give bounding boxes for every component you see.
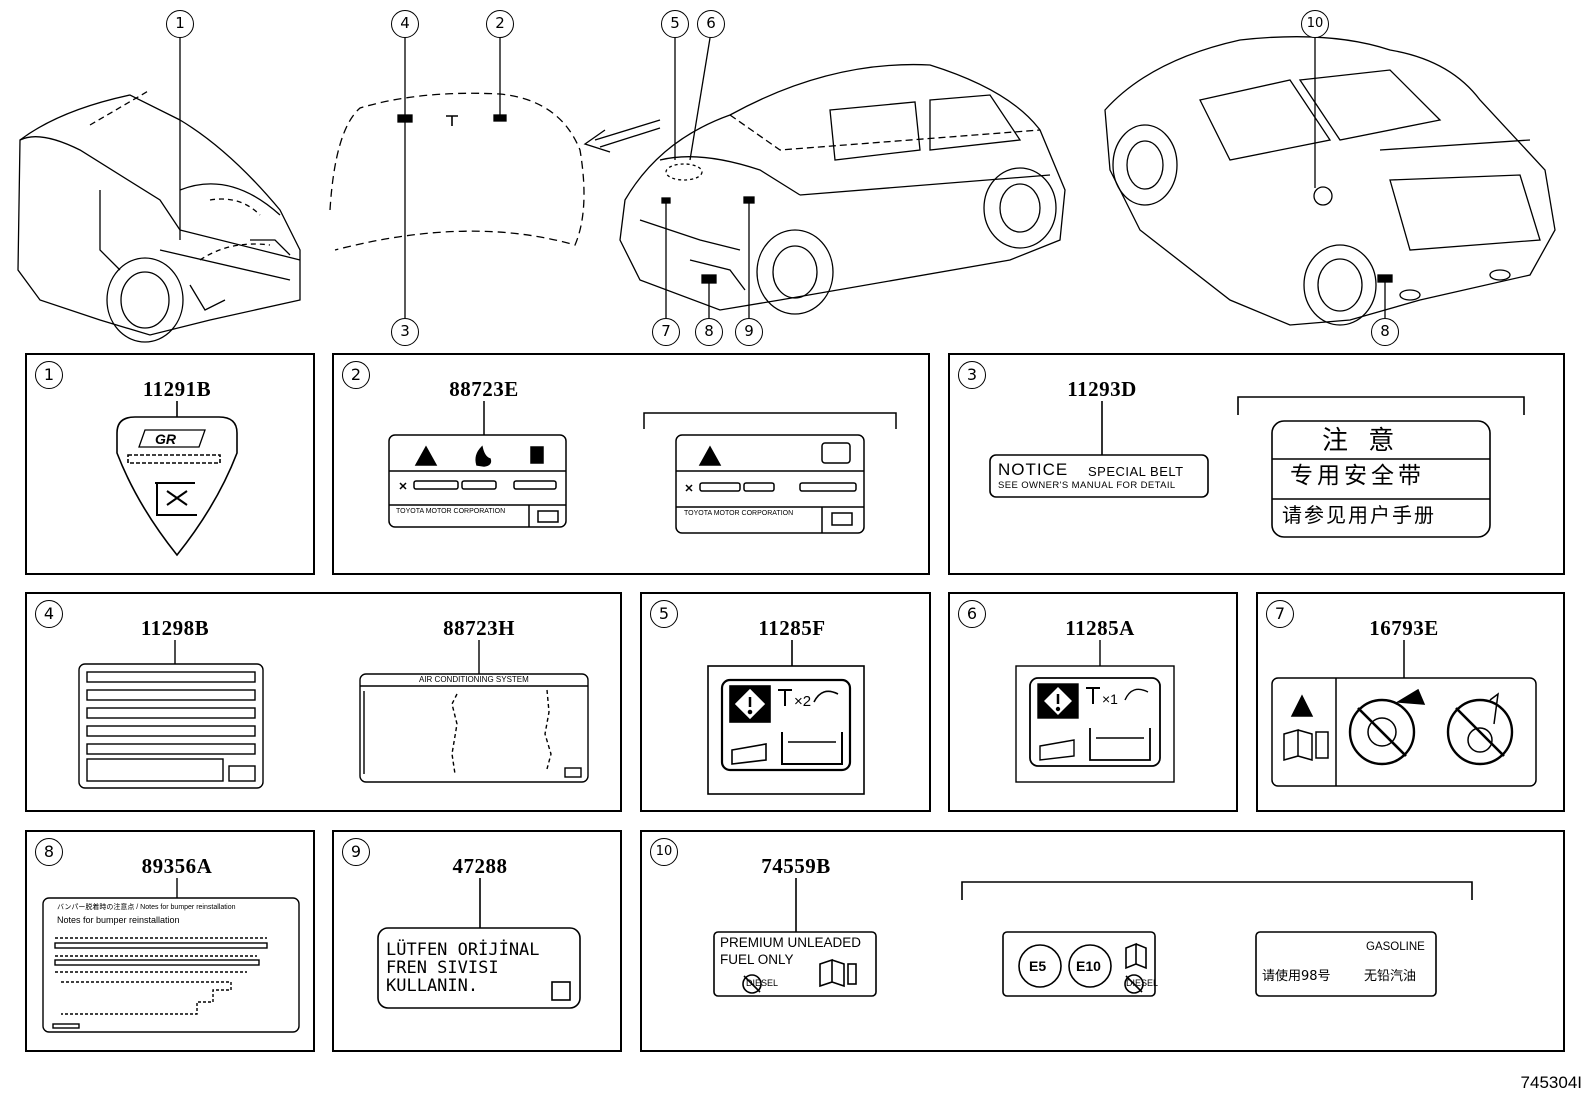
cn-notice-line-3: 请参见用户手册 bbox=[1282, 503, 1436, 527]
part-code: 88723E bbox=[449, 377, 519, 401]
panel-8: 8 89356A バンパー脱着時の注意点 / Notes for bumper … bbox=[25, 830, 315, 1052]
brake-fluid-text-1: LÜTFEN ORİJİNAL bbox=[386, 940, 540, 960]
coolant-label-x1 bbox=[1015, 640, 1175, 783]
part-code: 11291B bbox=[142, 377, 212, 401]
panel-number: 10 bbox=[650, 838, 678, 866]
car-front-left-drawing bbox=[17, 89, 301, 343]
panel-3: 3 11293D NOTICE SPECIAL BELT SEE OWNER'S… bbox=[948, 353, 1565, 575]
car-rear-drawing bbox=[1104, 36, 1556, 326]
panel-5: 5 11285F ×2 bbox=[640, 592, 931, 812]
callout-3: 3 bbox=[391, 318, 419, 346]
panel-number: 5 bbox=[650, 600, 678, 628]
toyota-line-1: TOYOTA MOTOR CORPORATION bbox=[396, 508, 506, 515]
premium-fuel-text-2: FUEL ONLY bbox=[720, 952, 794, 967]
callout-4: 4 bbox=[391, 10, 419, 38]
part-code: 11285A bbox=[1065, 616, 1135, 640]
premium-fuel-text-1: PREMIUM UNLEADED bbox=[720, 935, 862, 950]
part-code: 89356A bbox=[141, 854, 213, 878]
panel-number: 4 bbox=[35, 600, 63, 628]
car-front-right-drawing bbox=[619, 63, 1066, 315]
diagram-reference-code: 745304I bbox=[1520, 1073, 1582, 1092]
panel-number: 2 bbox=[342, 361, 370, 389]
e5-text: E5 bbox=[1029, 958, 1047, 974]
callout-6: 6 bbox=[697, 10, 725, 38]
panel-9: 9 47288 LÜTFEN ORİJİNAL FREN SIVISI KULL… bbox=[332, 830, 622, 1052]
fuel-labels bbox=[713, 878, 1473, 997]
toyota-line-2: TOYOTA MOTOR CORPORATION bbox=[684, 510, 794, 517]
cn-fuel-text-2: 无铅汽油 bbox=[1364, 969, 1417, 984]
belt-labels bbox=[989, 396, 1525, 538]
bumper-notes-label bbox=[42, 878, 300, 1033]
x1-text: ×1 bbox=[1102, 691, 1118, 707]
panel-1: 1 11291B GR bbox=[25, 353, 315, 575]
part-code: 11293D bbox=[1067, 377, 1137, 401]
callout-8-rear: 8 bbox=[1371, 318, 1399, 346]
gasoline-text: GASOLINE bbox=[1366, 941, 1425, 953]
panel-number: 6 bbox=[958, 600, 986, 628]
brake-fluid-text-2: FREN SIVISI bbox=[386, 958, 499, 978]
panel-number: 9 bbox=[342, 838, 370, 866]
gr-text: GR bbox=[155, 431, 176, 447]
callout-2: 2 bbox=[486, 10, 514, 38]
callout-9: 9 bbox=[735, 318, 763, 346]
callout-5: 5 bbox=[661, 10, 689, 38]
panel-number: 3 bbox=[958, 361, 986, 389]
ac-system-title: AIR CONDITIONING SYSTEM bbox=[419, 675, 529, 684]
part-code: 11298B bbox=[140, 616, 210, 640]
brake-fluid-label bbox=[377, 878, 581, 1009]
vehicle-illustrations bbox=[17, 36, 1556, 343]
x2-text: ×2 bbox=[794, 693, 812, 710]
callout-7: 7 bbox=[652, 318, 680, 346]
panel-6: 6 11285A ×1 bbox=[948, 592, 1238, 812]
cn-fuel-text-1: 请使用98号 bbox=[1262, 969, 1331, 984]
notice-title: NOTICE bbox=[998, 460, 1069, 479]
coolant-label-x2 bbox=[707, 640, 865, 795]
warning-labels bbox=[388, 401, 897, 534]
panel-number: 7 bbox=[1266, 600, 1294, 628]
panel-number: 1 bbox=[35, 361, 63, 389]
panel-number: 8 bbox=[35, 838, 63, 866]
callout-8: 8 bbox=[695, 318, 723, 346]
no-touch-warning-label bbox=[1271, 640, 1537, 787]
notice-subtitle: SPECIAL BELT bbox=[1088, 464, 1184, 479]
brake-fluid-text-3: KULLANIN. bbox=[386, 976, 479, 996]
part-code: 11285F bbox=[758, 616, 826, 640]
part-code: 47288 bbox=[452, 854, 508, 878]
cn-notice-line-2: 专用安全带 bbox=[1290, 463, 1425, 489]
no-diesel-text-1: DIESEL bbox=[746, 978, 779, 988]
info-labels bbox=[78, 640, 589, 789]
callout-10: 10 bbox=[1301, 10, 1329, 38]
panel-10: 10 74559B PREMIUM UNLEADED FUEL ONLY DIE… bbox=[640, 830, 1565, 1052]
panel-7: 7 16793E bbox=[1256, 592, 1565, 812]
part-code: 74559B bbox=[761, 854, 831, 878]
part-code: 88723H bbox=[443, 616, 515, 640]
e10-text: E10 bbox=[1076, 958, 1101, 974]
bumper-notes-title: バンパー脱着時の注意点 / Notes for bumper reinstall… bbox=[57, 904, 236, 911]
gr-emblem-label bbox=[116, 401, 238, 557]
panel-4: 4 11298B 88723H AIR CONDITIONING SYSTEM bbox=[25, 592, 622, 812]
bumper-notes-line: Notes for bumper reinstallation bbox=[57, 915, 180, 925]
part-code: 16793E bbox=[1369, 616, 1439, 640]
notice-detail: SEE OWNER'S MANUAL FOR DETAIL bbox=[998, 480, 1176, 491]
callout-1: 1 bbox=[166, 10, 194, 38]
cn-notice-line-1: 注 意 bbox=[1322, 426, 1401, 456]
hood-drawing bbox=[329, 92, 585, 251]
no-diesel-text-2: DIESEL bbox=[1126, 978, 1159, 988]
panel-2: 2 88723E bbox=[332, 353, 930, 575]
